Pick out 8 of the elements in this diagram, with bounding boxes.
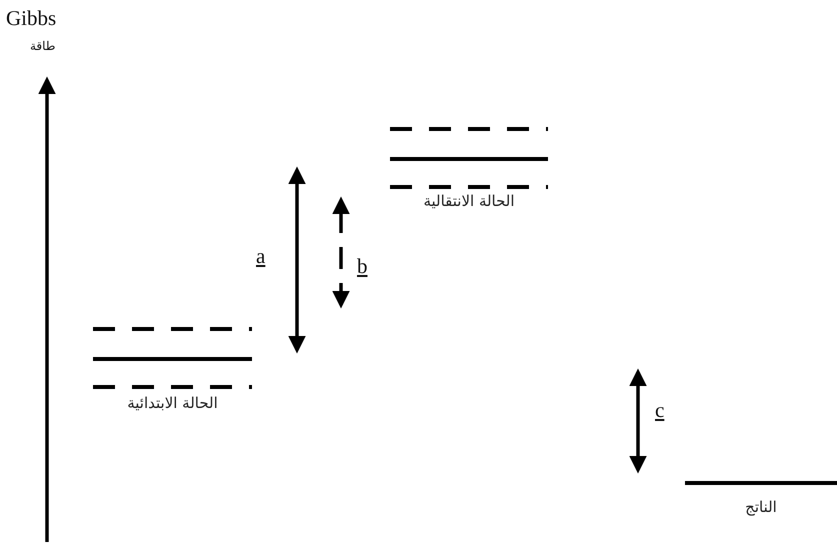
state-label: الناتج (745, 498, 777, 516)
state-label: الحالة الانتقالية (423, 192, 515, 210)
state-label: الحالة الابتدائية (127, 394, 218, 412)
measure-label: a (256, 246, 266, 267)
axis-title: طاقة (30, 40, 56, 52)
measure-label: b (357, 256, 368, 277)
axis-title: Gibbs (6, 8, 56, 29)
measure-label: c (655, 400, 664, 421)
